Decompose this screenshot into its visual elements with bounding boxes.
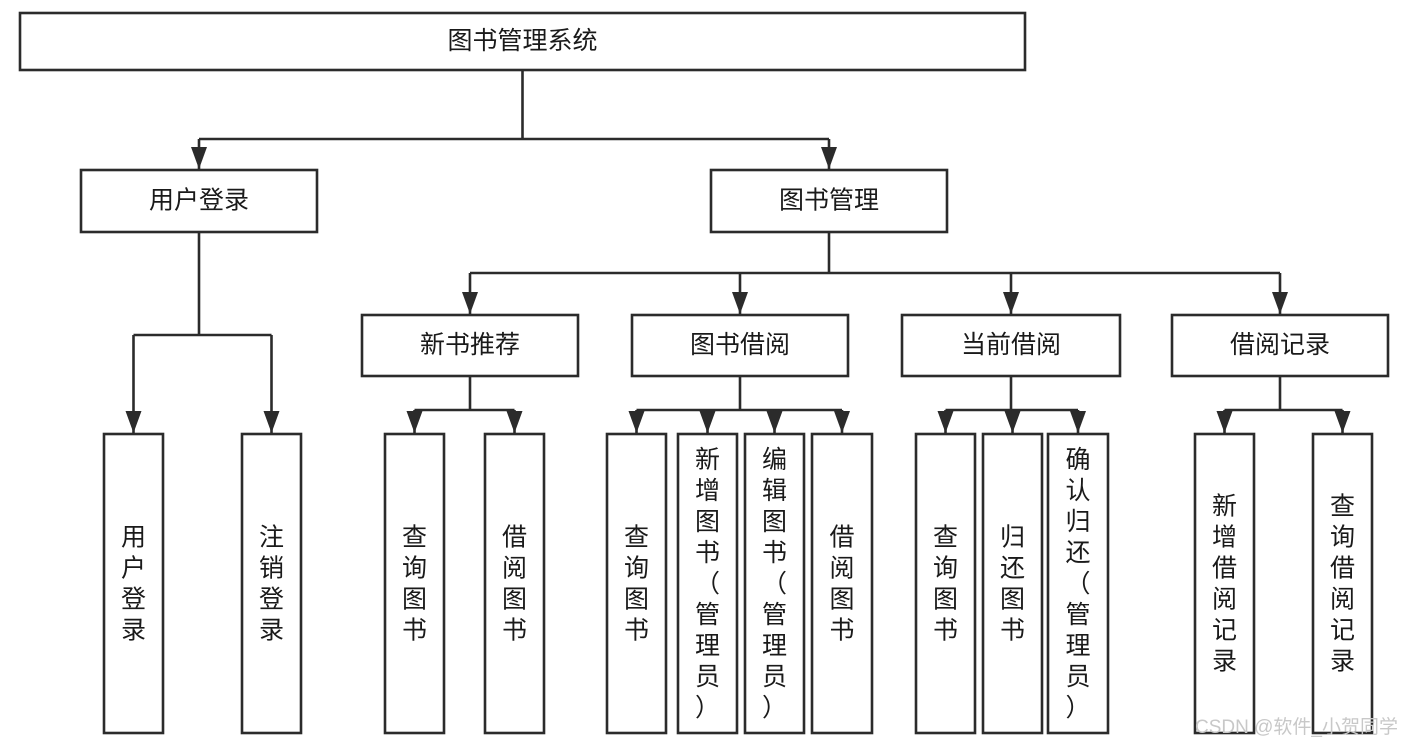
arrow-head-icon (1004, 411, 1021, 433)
node-box (676, 432, 739, 735)
node-leaf-user-logout[interactable]: 注销登录 (240, 432, 303, 735)
node-box (605, 432, 668, 735)
node-label: 查询借阅记录 (1330, 493, 1355, 676)
node-box (914, 432, 977, 735)
watermark-label: CSDN @软件_小贺同学 (1195, 716, 1398, 738)
node-box (1046, 432, 1110, 735)
node-leaf-query-book-borrow[interactable]: 查询图书 (605, 432, 668, 735)
node-box (102, 432, 165, 735)
arrow-head-icon (1272, 292, 1288, 314)
nodes-layer: 图书管理系统用户登录图书管理新书推荐图书借阅当前借阅借阅记录用户登录注销登录查询… (18, 11, 1390, 735)
node-leaf-add-borrow-record[interactable]: 新增借阅记录 (1193, 432, 1256, 735)
node-box (900, 313, 1122, 378)
node-user-login[interactable]: 用户登录 (79, 168, 319, 234)
node-label: 用户登录 (149, 187, 249, 215)
node-box (1311, 432, 1374, 735)
connectors-layer (125, 70, 1351, 433)
node-leaf-query-borrow-record[interactable]: 查询借阅记录 (1311, 432, 1374, 735)
node-label: 借阅图书 (829, 524, 854, 645)
node-box (630, 313, 850, 378)
node-label: 查询图书 (402, 524, 427, 645)
node-label: 图书借阅 (690, 331, 790, 359)
node-label: 确认归还（管理员） (1065, 446, 1090, 722)
node-box (810, 432, 874, 735)
node-label: 查询图书 (933, 524, 958, 645)
arrow-head-icon (834, 411, 850, 433)
node-leaf-return-book[interactable]: 归还图书 (981, 432, 1044, 735)
arrow-head-icon (506, 411, 523, 433)
node-label: 用户登录 (121, 524, 146, 645)
node-leaf-query-book-current[interactable]: 查询图书 (914, 432, 977, 735)
node-box (18, 11, 1027, 72)
arrow-head-icon (628, 411, 645, 433)
node-label: 注销登录 (259, 524, 284, 645)
arrow-head-icon (406, 411, 423, 433)
node-box (79, 168, 319, 234)
node-box (1193, 432, 1256, 735)
arrow-head-icon (1334, 411, 1351, 433)
node-label: 新增图书（管理员） (695, 446, 720, 722)
node-label: 编辑图书（管理员） (762, 446, 787, 722)
node-box (360, 313, 580, 378)
arrow-head-icon (1070, 411, 1086, 433)
arrow-head-icon (766, 411, 783, 433)
node-label: 图书管理 (779, 187, 879, 215)
node-book-borrow[interactable]: 图书借阅 (630, 313, 850, 378)
node-leaf-add-book-admin[interactable]: 新增图书（管理员） (676, 432, 739, 735)
node-leaf-user-login[interactable]: 用户登录 (102, 432, 165, 735)
arrow-head-icon (1003, 292, 1019, 314)
node-label: 新增借阅记录 (1212, 493, 1237, 676)
node-box (981, 432, 1044, 735)
arrow-head-icon (821, 147, 837, 169)
node-label: 借阅记录 (1230, 331, 1330, 359)
node-new-book-recommend[interactable]: 新书推荐 (360, 313, 580, 378)
node-leaf-borrow-book-recommend[interactable]: 借阅图书 (483, 432, 546, 735)
node-book-management[interactable]: 图书管理 (709, 168, 949, 234)
arrow-head-icon (699, 411, 716, 433)
node-leaf-confirm-return-admin[interactable]: 确认归还（管理员） (1046, 432, 1110, 735)
node-leaf-query-book-recommend[interactable]: 查询图书 (383, 432, 446, 735)
arrow-head-icon (1216, 411, 1233, 433)
node-root[interactable]: 图书管理系统 (18, 11, 1027, 72)
arrow-head-icon (732, 292, 748, 314)
arrow-head-icon (125, 411, 142, 433)
node-label: 查询图书 (624, 524, 649, 645)
arrow-head-icon (263, 411, 280, 433)
node-label: 图书管理系统 (447, 27, 597, 55)
node-label: 归还图书 (1000, 524, 1025, 645)
node-box (743, 432, 806, 735)
node-label: 借阅图书 (502, 524, 527, 645)
node-label: 新书推荐 (420, 331, 520, 359)
node-leaf-borrow-book[interactable]: 借阅图书 (810, 432, 874, 735)
node-box (240, 432, 303, 735)
node-current-borrow[interactable]: 当前借阅 (900, 313, 1122, 378)
node-box (709, 168, 949, 234)
node-label: 当前借阅 (961, 331, 1061, 359)
arrow-head-icon (191, 147, 207, 169)
node-leaf-edit-book-admin[interactable]: 编辑图书（管理员） (743, 432, 806, 735)
arrow-head-icon (937, 411, 954, 433)
node-box (1170, 313, 1390, 378)
arrow-head-icon (462, 292, 478, 314)
node-borrow-records[interactable]: 借阅记录 (1170, 313, 1390, 378)
node-box (483, 432, 546, 735)
node-box (383, 432, 446, 735)
